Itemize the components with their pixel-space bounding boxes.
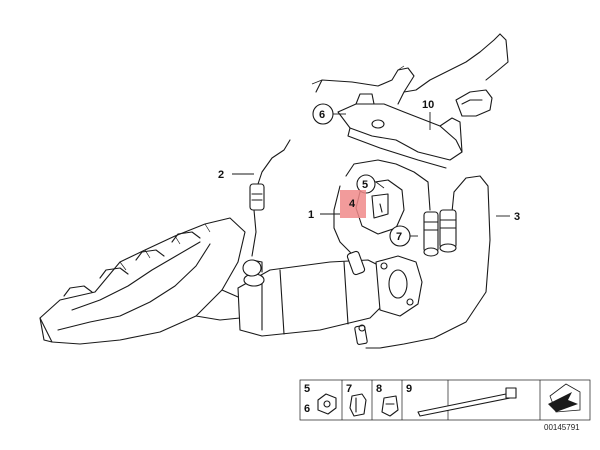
callout-6: 6	[319, 109, 325, 121]
highlighted-part-4	[340, 190, 366, 218]
oxygen-sensor-2	[242, 139, 291, 277]
oxygen-sensor-3	[354, 175, 491, 349]
callout-10: 10	[422, 99, 434, 111]
callout-6-circle	[312, 103, 334, 125]
legend-8: 8	[376, 383, 382, 395]
nut-icon	[317, 393, 337, 415]
sensor-plug	[403, 33, 509, 117]
exhaust-manifold	[39, 217, 263, 345]
parts-legend: 5 6 7 8 9	[299, 379, 591, 421]
bracket-clip-icon	[381, 395, 399, 417]
legend-6: 6	[304, 403, 310, 415]
catalytic-converter	[237, 255, 423, 337]
legend-7: 7	[346, 383, 352, 395]
callout-2: 2	[218, 169, 224, 181]
legend-9: 9	[406, 383, 412, 395]
callout-1: 1	[308, 209, 314, 221]
callout-5: 5	[362, 179, 368, 191]
callout-labels: 2 1 3 10 6 5 4 7	[218, 99, 520, 247]
legend-5: 5	[304, 383, 310, 395]
oxygen-sensor-1	[333, 159, 439, 276]
callout-3: 3	[514, 211, 520, 223]
sensor-bracket	[311, 65, 463, 169]
callout-7: 7	[396, 231, 402, 243]
clip-icon	[349, 393, 367, 417]
reference-number: 00145791	[544, 423, 580, 432]
callout-lines	[232, 112, 510, 237]
callout-4: 4	[349, 198, 356, 210]
callout-7-circle	[389, 225, 411, 247]
